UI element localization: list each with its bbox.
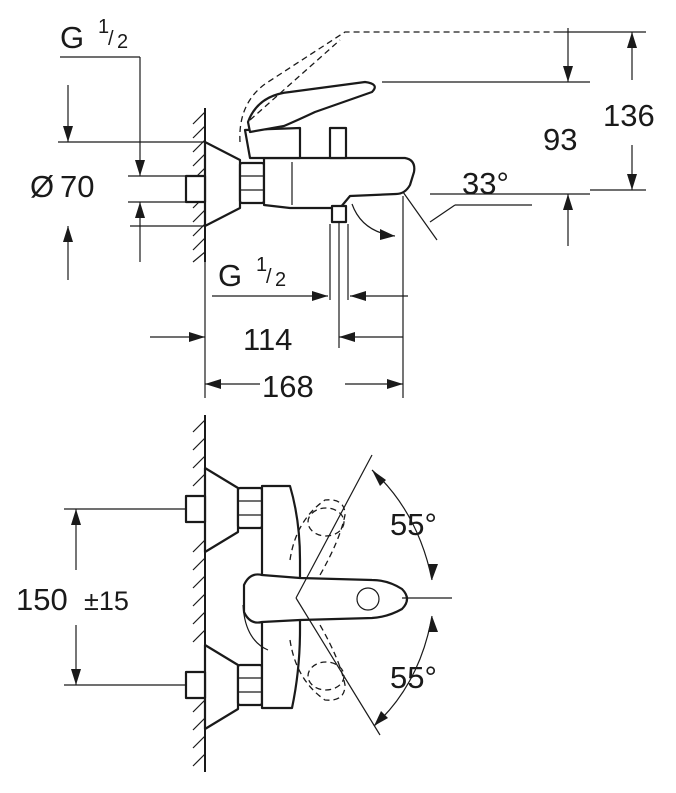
thread-bottom-slash: /: [266, 266, 272, 288]
hex-nut: [238, 161, 266, 205]
height-spout-label: 93: [543, 122, 577, 157]
escutcheon-upper: [203, 466, 240, 554]
top-view: 55° 55° 150 ±15: [16, 415, 452, 772]
thread-top-denominator: 2: [117, 31, 128, 53]
lever-right-outline: [289, 624, 346, 701]
lever-center: [242, 573, 409, 624]
escutcheon-cone: [203, 140, 242, 228]
side-view: Ø 70 G 1 / 2 G 1 / 2 114 16: [30, 16, 655, 404]
lever-right-tip: [307, 661, 345, 691]
escutcheon-lower: [203, 643, 240, 731]
spout-angle-label: 33°: [462, 166, 509, 201]
lever-angle-bottom-label: 55°: [390, 660, 437, 695]
width-total-label: 168: [262, 369, 314, 404]
lever-left-outline: [289, 499, 346, 576]
angle-line-lower: [295, 597, 381, 736]
diverter-knob: [328, 126, 348, 160]
diameter-symbol: Ø: [30, 169, 54, 204]
nut-upper: [236, 486, 264, 530]
thread-top-slash: /: [108, 28, 114, 50]
inlet-nipple: [184, 174, 207, 204]
spout-angle-arc: [351, 203, 396, 237]
inlet-lower: [184, 670, 207, 700]
lever-center-cap: [356, 587, 380, 611]
lever-handle: [246, 80, 376, 134]
height-total-label: 136: [603, 98, 655, 133]
diameter-label: 70: [60, 169, 94, 204]
lever-raised-outline: [239, 31, 556, 143]
width-outlet-label: 114: [243, 322, 292, 357]
thread-top-numerator: 1: [98, 16, 109, 38]
outlet-nozzle: [330, 204, 348, 224]
mixer-body: [262, 156, 416, 210]
thread-bottom-letter: G: [218, 258, 242, 293]
wall-hatching-bottom: [192, 419, 206, 767]
center-distance-label: 150: [16, 582, 68, 617]
thread-bottom-denominator: 2: [275, 269, 286, 291]
nut-lower: [236, 663, 264, 707]
inlet-upper: [184, 494, 207, 524]
angle-line-upper: [295, 454, 373, 599]
lever-left-tip: [307, 507, 345, 537]
thread-bottom-numerator: 1: [256, 254, 267, 276]
spout-angle-line: [402, 191, 438, 241]
center-tolerance-label: ±15: [84, 586, 129, 616]
lever-base: [243, 126, 302, 160]
thread-top-letter: G: [60, 20, 84, 55]
lever-angle-top-label: 55°: [390, 507, 437, 542]
